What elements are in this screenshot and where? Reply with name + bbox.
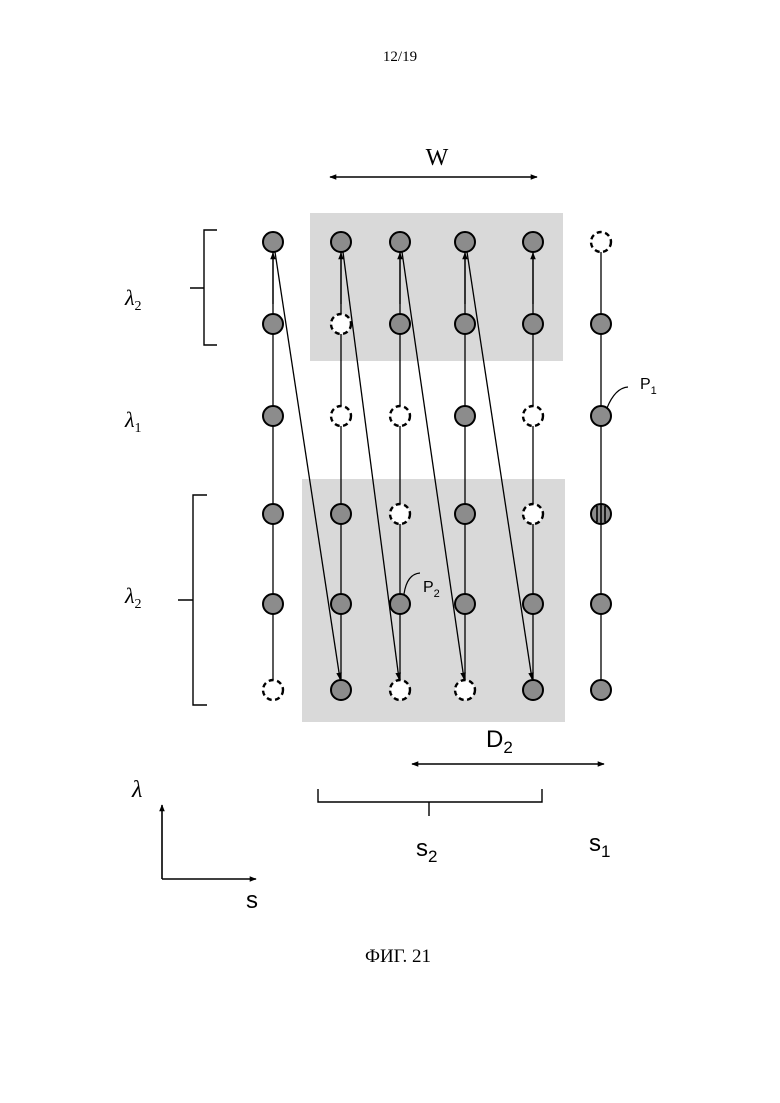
p1-label: P1 [640,376,657,397]
s1-label: s1 [589,830,610,861]
p1-callout: P1 [607,376,657,408]
empty-node [331,314,351,334]
filled-node [455,314,475,334]
filled-node [331,594,351,614]
lambda-axis-label: λ [131,777,142,803]
d2-label: D2 [486,726,513,757]
empty-node [390,680,410,700]
empty-node [455,680,475,700]
empty-node [390,406,410,426]
lambda2-upper-group: λ2 [124,230,217,345]
w-label: W [426,145,449,171]
empty-node [523,406,543,426]
filled-node [390,314,410,334]
s2-brace [318,789,542,816]
filled-node [591,314,611,334]
filled-node [455,232,475,252]
empty-node [331,406,351,426]
filled-node [263,594,283,614]
p1-leader-line [607,387,628,408]
lambda2-lower-group: λ2 [124,495,207,705]
filled-node [591,594,611,614]
p1-node [591,504,611,524]
s-axis-label: s [246,887,258,914]
filled-node [263,406,283,426]
lambda1-label: λ1 [124,407,142,436]
w-dimension: W [330,145,537,177]
filled-node [523,594,543,614]
filled-node [455,594,475,614]
lambda2-lower-brace [178,495,207,705]
filled-node [523,232,543,252]
filled-node [331,232,351,252]
filled-node [331,504,351,524]
filled-node [390,594,410,614]
empty-node [591,232,611,252]
empty-node [523,504,543,524]
figure-caption: ФИГ. 21 [365,946,431,967]
page-number: 12/19 [383,49,417,65]
filled-node [591,406,611,426]
d2-dimension: D2 [412,726,604,764]
filled-node [523,680,543,700]
s2-group: s2 [318,789,542,866]
filled-node [331,680,351,700]
empty-node [263,680,283,700]
s2-label: s2 [416,835,437,866]
lambda2-upper-brace [190,230,217,345]
filled-node [523,314,543,334]
empty-node [390,504,410,524]
lambda1-group: λ1 [124,407,142,436]
lambda2-upper-label: λ2 [124,285,142,314]
filled-node [263,504,283,524]
filled-node [455,504,475,524]
coordinate-axes: λ s [131,777,258,914]
lambda2-lower-label: λ2 [124,583,142,612]
filled-node [455,406,475,426]
filled-node [591,680,611,700]
filled-node [390,232,410,252]
filled-node [263,314,283,334]
filled-node [263,232,283,252]
